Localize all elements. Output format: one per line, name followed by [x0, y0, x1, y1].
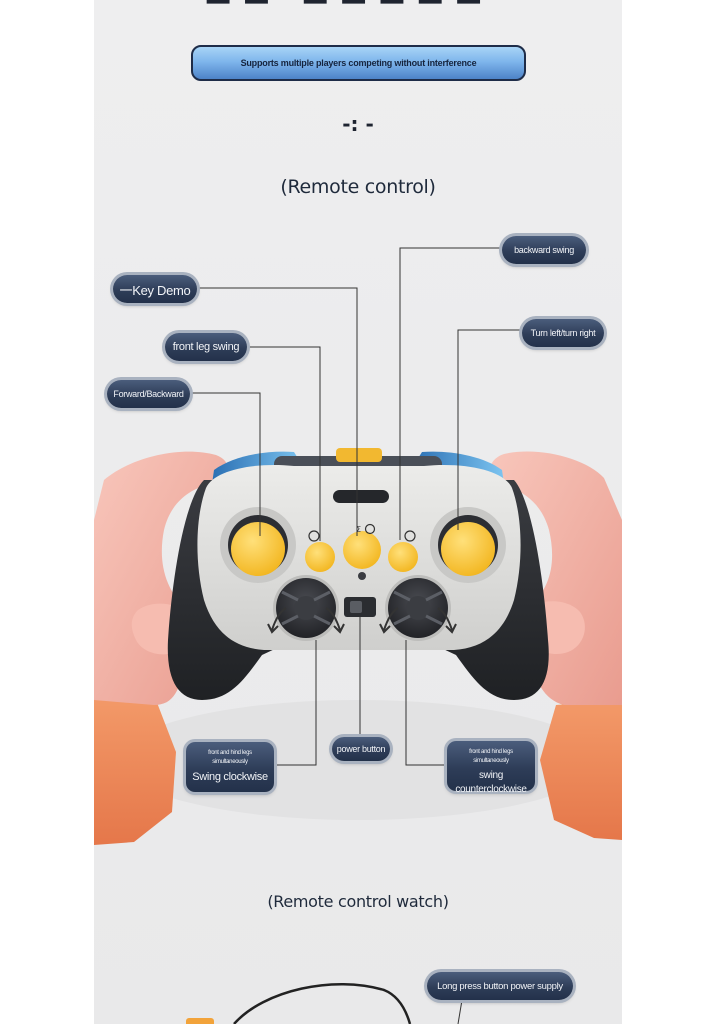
label-key-demo-text: 一Key Demo: [119, 282, 191, 298]
label-long-press-power-text: Long press button power supply: [437, 980, 563, 992]
feature-banner-text: Supports multiple players competing with…: [240, 58, 477, 68]
front-leg-button: [305, 542, 335, 572]
label-backward-swing-text: backward swing: [514, 245, 574, 255]
label-turn-left-right: Turn left/turn right: [522, 319, 604, 347]
label-front-leg-swing-text: front leg swing: [172, 341, 240, 353]
label-power-button-text: power button: [336, 744, 386, 754]
card-swing-counterclockwise: front and hind legs simultaneously swing…: [447, 741, 535, 795]
section-title-remote-control-watch: (Remote control watch): [267, 892, 449, 911]
card-swing-counterclockwise-main: swing counterclockwise: [455, 770, 527, 795]
right-joystick: [441, 522, 495, 576]
product-panel: ▬▬ ▬▬▬▬▬ Supports multiple players compe…: [94, 0, 622, 1024]
separator: -: -: [342, 112, 374, 136]
left-sleeve: [94, 695, 176, 845]
label-front-leg-swing: front leg swing: [165, 333, 247, 361]
svg-text:Σ: Σ: [356, 525, 361, 534]
headline-fragment: ▬▬ ▬▬▬▬▬: [204, 0, 519, 8]
backward-swing-button: [388, 542, 418, 572]
label-key-demo: 一Key Demo: [113, 275, 197, 303]
key-demo-button: [343, 531, 381, 569]
label-forward-backward: Forward/Backward: [107, 380, 190, 408]
controller-illustration: Σ: [94, 247, 622, 1024]
feature-banner: Supports multiple players competing with…: [191, 45, 526, 81]
label-turn-left-right-text: Turn left/turn right: [530, 328, 596, 338]
card-swing-clockwise-sub: front and hind legs simultaneously: [208, 750, 252, 765]
indicator-slot: [333, 490, 389, 503]
label-power-button: power button: [332, 737, 390, 761]
watch-strap: [233, 982, 412, 1024]
leader-lines: [190, 247, 522, 766]
left-joystick: [231, 522, 285, 576]
card-swing-clockwise-main: Swing clockwise: [192, 771, 268, 783]
label-backward-swing: backward swing: [502, 236, 586, 264]
card-swing-clockwise: front and hind legs simultaneously Swing…: [186, 742, 274, 792]
section-title-remote-control: (Remote control): [280, 176, 436, 198]
label-long-press-power: Long press button power supply: [427, 972, 573, 1000]
top-accent-button: [336, 448, 382, 462]
card-swing-counterclockwise-sub: front and hind legs simultaneously: [469, 749, 513, 764]
label-forward-backward-text: Forward/Backward: [113, 389, 184, 399]
right-sleeve: [540, 700, 622, 840]
